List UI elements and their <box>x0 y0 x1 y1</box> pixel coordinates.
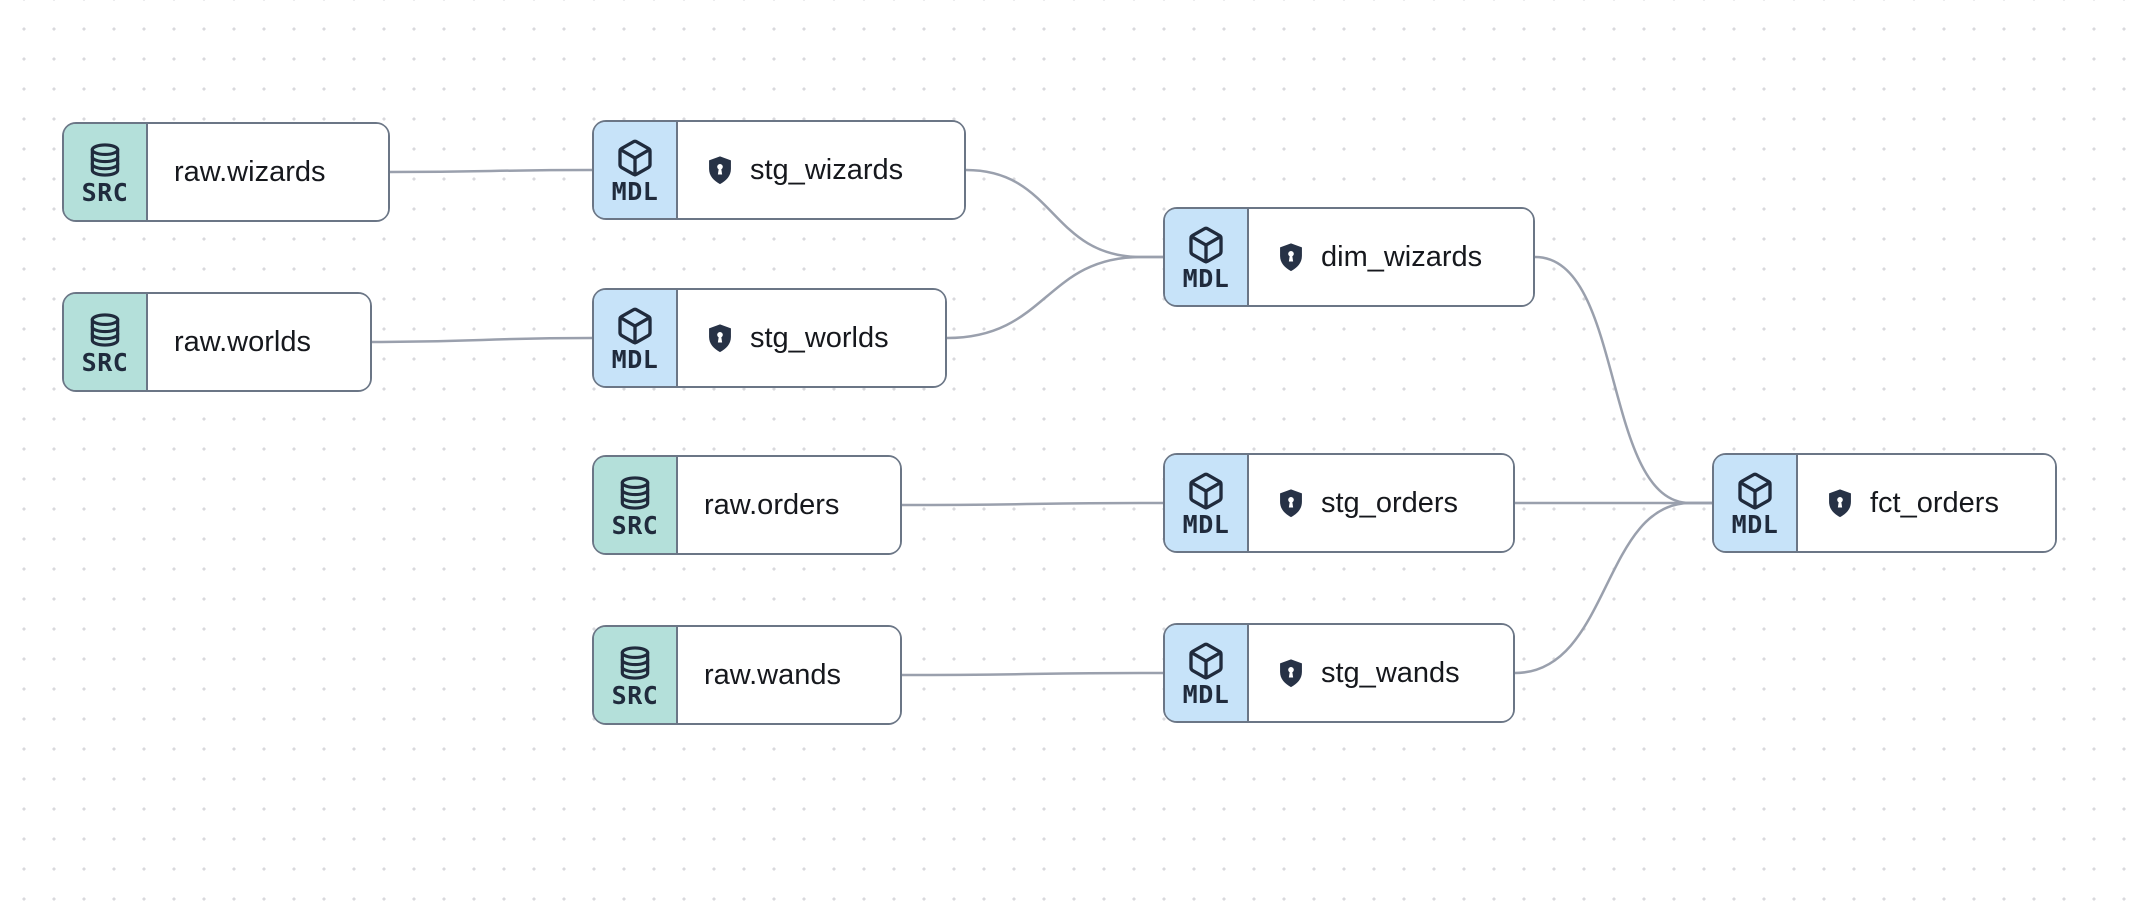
node-stg-wands[interactable]: MDL stg_wands <box>1163 623 1515 723</box>
node-type-label: MDL <box>1182 264 1230 293</box>
node-type-badge: MDL <box>594 290 678 386</box>
node-type-label: SRC <box>81 178 129 207</box>
node-raw-worlds[interactable]: SRC raw.worlds <box>62 292 372 392</box>
node-type-badge: SRC <box>594 627 678 723</box>
node-type-label: SRC <box>611 681 659 710</box>
node-stg-worlds[interactable]: MDL stg_worlds <box>592 288 947 388</box>
shield-lock-icon <box>704 154 736 186</box>
node-type-label: MDL <box>1731 510 1779 539</box>
cube-icon <box>1186 225 1226 265</box>
node-dim-wizards[interactable]: MDL dim_wizards <box>1163 207 1535 307</box>
node-type-badge: MDL <box>1165 455 1249 551</box>
cube-icon <box>615 138 655 178</box>
node-type-label: MDL <box>611 177 659 206</box>
edge-dim-wizards-fct-orders <box>1533 255 1714 505</box>
node-stg-orders[interactable]: MDL stg_orders <box>1163 453 1515 553</box>
node-type-label: MDL <box>1182 510 1230 539</box>
node-type-label: MDL <box>611 345 659 374</box>
node-type-badge: SRC <box>594 457 678 553</box>
node-label: raw.wizards <box>174 155 326 188</box>
cube-icon <box>1735 471 1775 511</box>
shield-lock-icon <box>1275 657 1307 689</box>
node-label: fct_orders <box>1870 486 1999 519</box>
edge-raw-wizards-stg-wizards <box>388 168 594 174</box>
node-type-badge: MDL <box>594 122 678 218</box>
cube-icon <box>1186 471 1226 511</box>
node-type-label: SRC <box>611 511 659 540</box>
database-icon <box>616 644 654 682</box>
edge-stg-wizards-dim-wizards <box>964 168 1165 259</box>
node-label: raw.worlds <box>174 325 311 358</box>
node-raw-wands[interactable]: SRC raw.wands <box>592 625 902 725</box>
node-label: raw.wands <box>704 658 842 691</box>
node-type-label: MDL <box>1182 680 1230 709</box>
cube-icon <box>615 306 655 346</box>
node-raw-orders[interactable]: SRC raw.orders <box>592 455 902 555</box>
edge-raw-wands-stg-wands <box>900 671 1165 677</box>
node-type-label: SRC <box>81 348 129 377</box>
node-label: dim_wizards <box>1321 240 1483 273</box>
node-raw-wizards[interactable]: SRC raw.wizards <box>62 122 390 222</box>
node-type-badge: MDL <box>1714 455 1798 551</box>
node-type-badge: SRC <box>64 294 148 390</box>
node-fct-orders[interactable]: MDL fct_orders <box>1712 453 2057 553</box>
node-label: stg_worlds <box>750 321 889 354</box>
database-icon <box>86 311 124 349</box>
node-type-badge: MDL <box>1165 625 1249 721</box>
edge-stg-wands-fct-orders <box>1513 501 1714 675</box>
shield-lock-icon <box>1275 241 1307 273</box>
node-label: stg_wands <box>1321 656 1460 689</box>
edge-raw-orders-stg-orders <box>900 501 1165 507</box>
database-icon <box>86 141 124 179</box>
shield-lock-icon <box>1824 487 1856 519</box>
cube-icon <box>1186 641 1226 681</box>
shield-lock-icon <box>1275 487 1307 519</box>
node-label: raw.orders <box>704 488 840 521</box>
node-type-badge: SRC <box>64 124 148 220</box>
node-label: stg_wizards <box>750 153 904 186</box>
node-stg-wizards[interactable]: MDL stg_wizards <box>592 120 966 220</box>
node-label: stg_orders <box>1321 486 1459 519</box>
node-type-badge: MDL <box>1165 209 1249 305</box>
shield-lock-icon <box>704 322 736 354</box>
database-icon <box>616 474 654 512</box>
edge-stg-worlds-dim-wizards <box>945 255 1165 340</box>
edge-raw-worlds-stg-worlds <box>370 336 594 344</box>
